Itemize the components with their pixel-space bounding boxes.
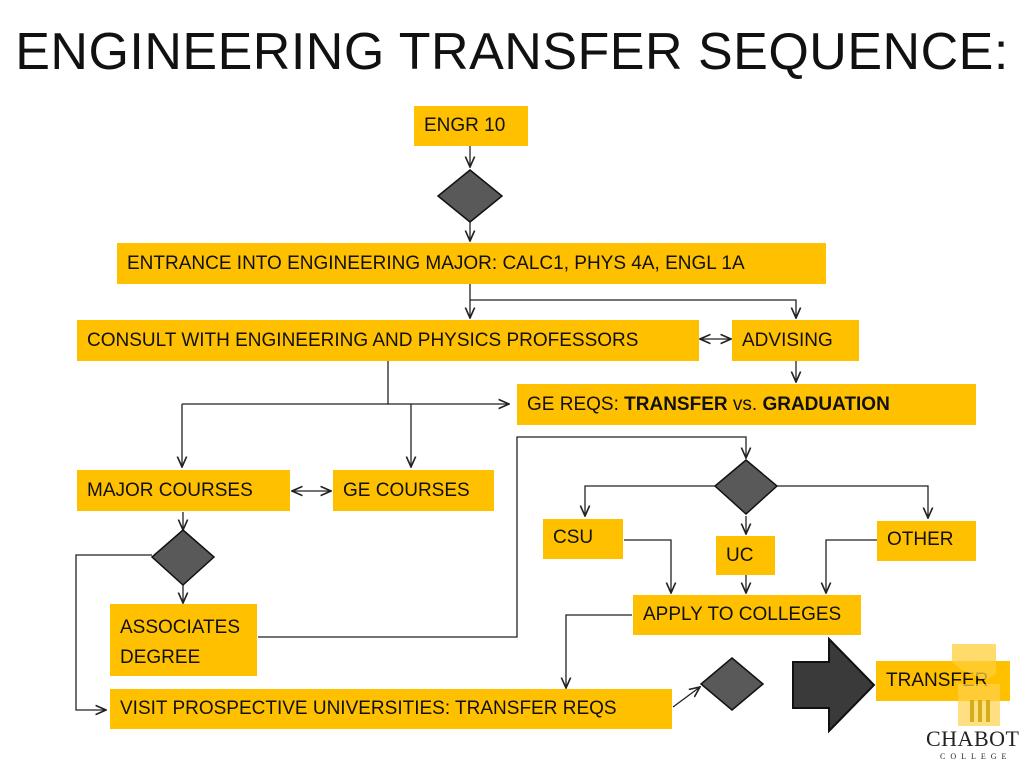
uc-label: UC xyxy=(726,544,754,566)
ge-reqs-graduation: GRADUATION xyxy=(762,393,890,415)
uc-box: UC xyxy=(716,536,775,575)
other-label: OTHER xyxy=(887,529,954,550)
major-courses-label: MAJOR COURSES xyxy=(87,479,253,501)
csu-label: CSU xyxy=(553,527,594,548)
advising-label: ADVISING xyxy=(742,329,833,351)
chabot-logo-icon xyxy=(952,644,1000,726)
decision-diamond-1 xyxy=(436,169,504,223)
logo-sub: COLLEGE xyxy=(940,752,1012,761)
logo-name: CHABOT xyxy=(926,726,1020,751)
visit-universities-box: VISIT PROSPECTIVE UNIVERSITIES: TRANSFER… xyxy=(110,689,672,729)
page-title: ENGINEERING TRANSFER SEQUENCE: xyxy=(15,23,1009,81)
decision-diamond-2 xyxy=(713,459,779,516)
associates-label-line1: ASSOCIATES xyxy=(120,617,241,638)
entrance-label: ENTRANCE INTO ENGINEERING MAJOR: CALC1, … xyxy=(127,252,745,274)
ge-reqs-box: GE REQS: TRANSFER vs. GRADUATION xyxy=(517,384,976,425)
other-box: OTHER xyxy=(877,521,976,561)
visit-label: VISIT PROSPECTIVE UNIVERSITIES: TRANSFER… xyxy=(120,698,617,719)
apply-label: APPLY TO COLLEGES xyxy=(643,604,842,625)
ge-courses-box: GE COURSES xyxy=(333,470,494,511)
engr10-label: ENGR 10 xyxy=(424,115,506,136)
consult-box: CONSULT WITH ENGINEERING AND PHYSICS PRO… xyxy=(77,320,699,361)
entrance-box: ENTRANCE INTO ENGINEERING MAJOR: CALC1, … xyxy=(117,243,826,284)
associates-degree-box: ASSOCIATES DEGREE xyxy=(110,604,257,676)
ge-reqs-transfer: TRANSFER xyxy=(624,393,728,415)
csu-box: CSU xyxy=(543,519,623,559)
major-courses-box: MAJOR COURSES xyxy=(77,470,290,511)
transfer-block-arrow xyxy=(792,636,876,734)
advising-box: ADVISING xyxy=(732,320,859,361)
apply-to-colleges-box: APPLY TO COLLEGES xyxy=(633,595,861,635)
ge-reqs-vs: vs. xyxy=(727,393,763,415)
ge-reqs-prefix: GE REQS: xyxy=(527,393,625,415)
associates-label-line2: DEGREE xyxy=(120,647,201,668)
consult-label: CONSULT WITH ENGINEERING AND PHYSICS PRO… xyxy=(87,329,639,351)
decision-diamond-3 xyxy=(150,529,216,587)
engr10-box: ENGR 10 xyxy=(414,106,528,146)
ge-courses-label: GE COURSES xyxy=(343,479,470,501)
decision-diamond-4 xyxy=(699,657,765,711)
